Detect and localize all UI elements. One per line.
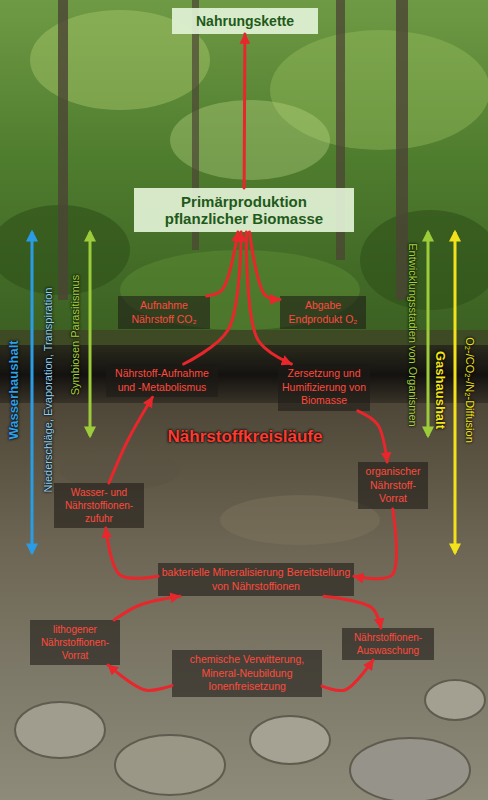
foliage-patch (360, 210, 488, 310)
axis-label: O₂-/CO₂-/N₂-Diffusion (464, 337, 476, 443)
process-label-box: Zersetzung und Humifizierung von Biomass… (278, 364, 370, 411)
axis-label: Gashaushalt (433, 351, 448, 429)
node-text: bakterielle Mineralisierung Bereitstellu… (161, 566, 351, 593)
flow-arrow (114, 596, 180, 620)
flow-arrow (108, 665, 172, 690)
flow-arrow (109, 397, 153, 483)
node-text: chemische Verwitterung, Mineral-Neubildu… (175, 653, 319, 694)
symbiosis-arrow (89, 232, 92, 436)
node-text: Nährstoffionen-Auswaschung (345, 631, 431, 657)
node-text: Abgabe Endprodukt O₂ (283, 299, 363, 326)
flow-arrow (106, 528, 158, 578)
process-label-box: bakterielle Mineralisierung Bereitstellu… (158, 563, 354, 596)
axis-label: Symbiosen Parasitismus (69, 275, 81, 395)
process-label-box: Nährstoffionen-Auswaschung (342, 628, 434, 660)
soil-patch (220, 495, 380, 545)
flow-arrow (322, 660, 373, 691)
node-text: Nahrungskette (178, 13, 312, 29)
stone (115, 735, 225, 795)
axis-label: Niederschläge, Evaporation, Transpiratio… (42, 288, 54, 493)
process-label-box: Nährstoff-Aufnahme und -Metabolismus (106, 364, 218, 397)
development-arrow (427, 232, 430, 436)
node-text: lithogener Nährstoffionen-Vorrat (33, 623, 117, 662)
stone (425, 680, 485, 720)
node-text: Nährstoff-Aufnahme und -Metabolismus (109, 367, 215, 394)
process-label-box: Wasser- und Nährstoffionen-zufuhr (54, 483, 144, 528)
flow-arrow (354, 509, 396, 579)
node-text: Zersetzung und Humifizierung von Biomass… (281, 367, 367, 408)
flow-arrow (243, 34, 247, 188)
stone (15, 702, 105, 758)
stone (350, 738, 470, 800)
process-label-box: chemische Verwitterung, Mineral-Neubildu… (172, 650, 322, 697)
tree-trunk (396, 0, 408, 300)
axis-label: Entwicklungsstadien von Organismen (407, 243, 419, 426)
water-balance-arrow (31, 232, 34, 553)
flow-arrow (358, 411, 387, 462)
node-text: Primärproduktion pflanzlicher Biomasse (140, 193, 348, 227)
flow-arrow (184, 232, 241, 364)
process-label-box: Abgabe Endprodukt O₂ (280, 296, 366, 329)
axis-label: Wasserhaushalt (6, 340, 21, 439)
diagram-title: Nährstoffkreisläufe (150, 427, 340, 447)
flow-arrow (246, 232, 291, 364)
process-box: Nahrungskette (172, 8, 318, 34)
tree-trunk (58, 0, 68, 300)
gas-balance-arrow (454, 232, 457, 553)
node-text: Aufnahme Nährstoff CO₂ (121, 299, 207, 326)
process-label-box: organischer Nährstoff-Vorrat (358, 462, 428, 509)
flow-arrow (249, 232, 280, 300)
process-label-box: Aufnahme Nährstoff CO₂ (118, 296, 210, 329)
process-box: Primärproduktion pflanzlicher Biomasse (134, 188, 354, 232)
process-label-box: lithogener Nährstoffionen-Vorrat (30, 620, 120, 665)
flow-arrow (207, 232, 238, 296)
flow-arrow (324, 596, 381, 628)
node-text: Wasser- und Nährstoffionen-zufuhr (57, 486, 141, 525)
stone (250, 716, 330, 764)
node-text: organischer Nährstoff-Vorrat (361, 465, 425, 506)
